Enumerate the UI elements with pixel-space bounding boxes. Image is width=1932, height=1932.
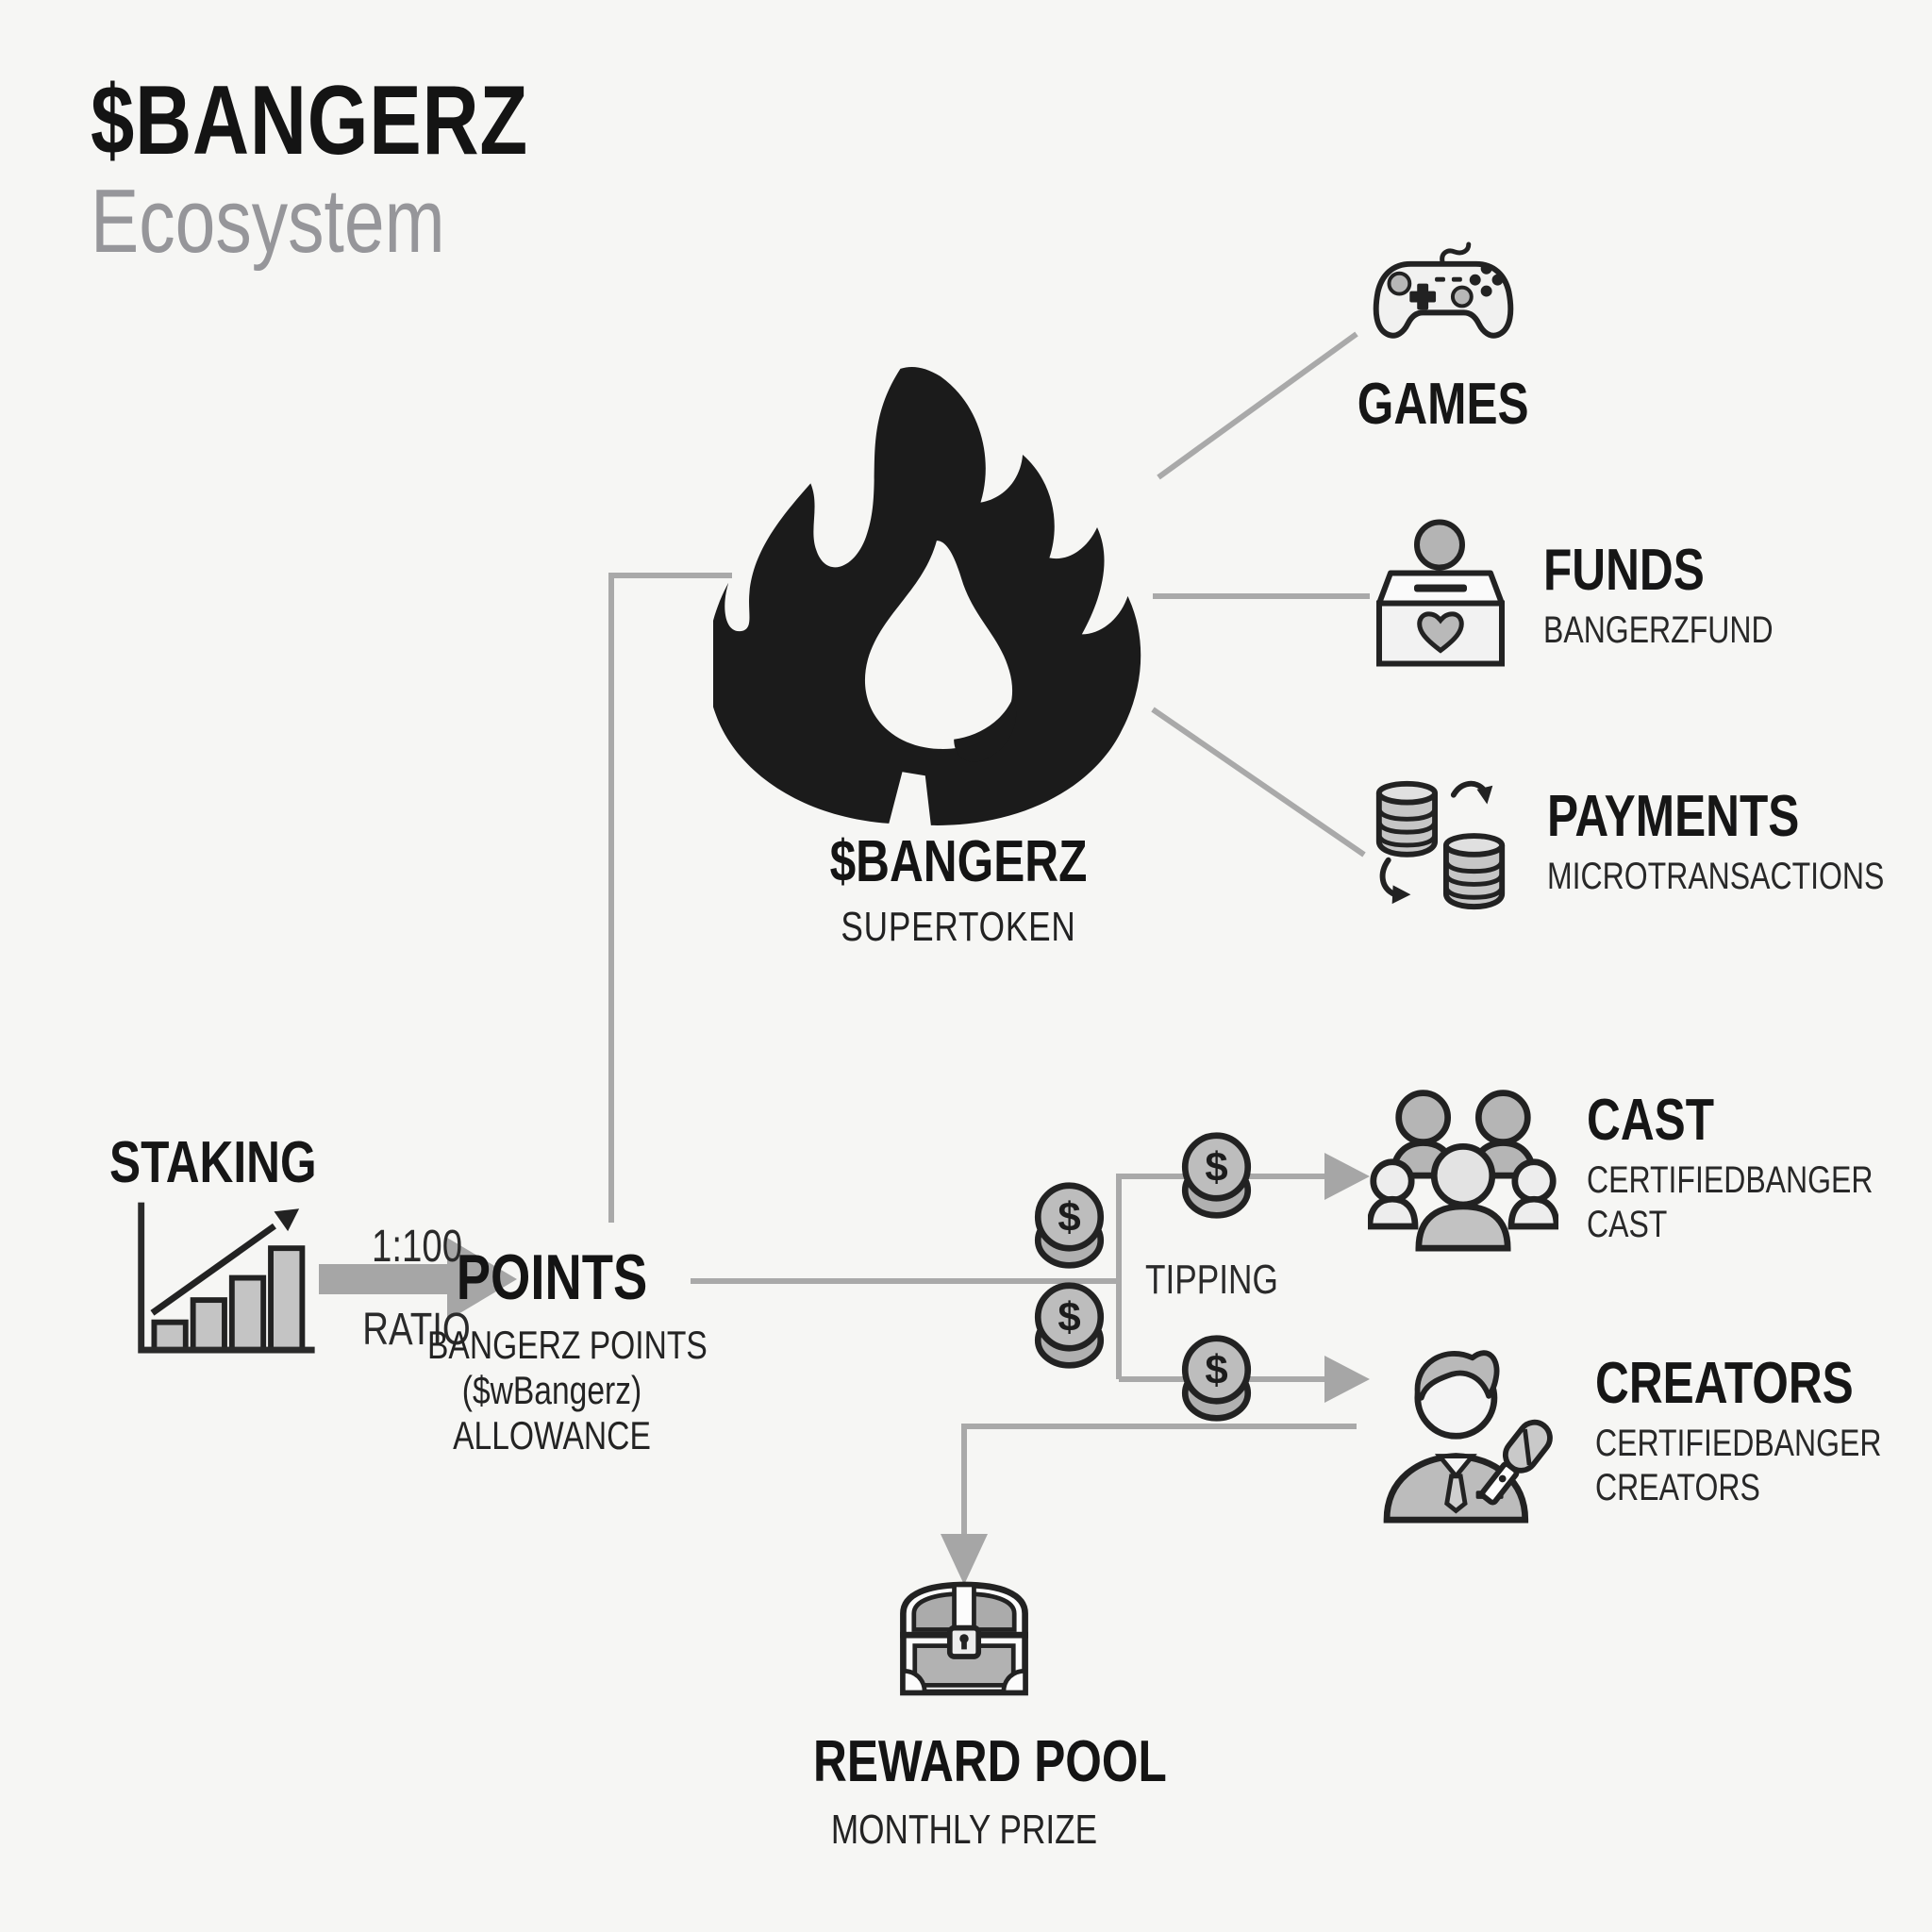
arrowhead-creators (1324, 1356, 1370, 1403)
diagram-header: $BANGERZ Ecosystem (91, 70, 638, 272)
game-controller-icon (1373, 242, 1514, 339)
ratio-value: 1:100 (371, 1222, 463, 1272)
presenter-microphone-icon (1383, 1350, 1553, 1524)
arrowhead-cast (1324, 1153, 1370, 1200)
coin-icon: $ (1181, 1132, 1252, 1219)
rewardpool-sublabel: MONTHLY PRIZE (830, 1807, 1098, 1853)
points-label: POINTS (456, 1241, 648, 1313)
line-flame-payments (1151, 707, 1366, 858)
node-creators: CREATORS CERTIFIEDBANGER CREATORS (1361, 1338, 1932, 1524)
ratio-label: RATIO (362, 1305, 472, 1355)
ratio-arrow (319, 1238, 517, 1321)
supertoken-label-block: $BANGERZ SUPERTOKEN (723, 829, 1194, 951)
node-cast: CAST CERTIFIEDBANGER CAST (1368, 1079, 1932, 1257)
points-subline-2: ($wBangerz) (461, 1367, 642, 1412)
arrowhead-rewardpool (941, 1534, 988, 1585)
page-subtitle: Ecosystem (91, 171, 445, 273)
bar-chart-growth-icon (138, 1202, 315, 1354)
coin-dollar-glyph: $ (1058, 1194, 1080, 1241)
line-flame-points (608, 573, 732, 1223)
coin-icon: $ (1181, 1335, 1252, 1422)
staking-label: STAKING (109, 1130, 317, 1195)
payments-sublabel: MICROTRANSACTIONS (1547, 855, 1885, 897)
audience-group-icon (1368, 1090, 1558, 1252)
rewardpool-label-block: REWARD POOL MONTHLY PRIZE (775, 1728, 1167, 1854)
funds-sublabel: BANGERZFUND (1543, 608, 1774, 651)
coin-dollar-glyph: $ (1058, 1294, 1080, 1341)
creators-label: CREATORS (1595, 1351, 1854, 1417)
coin-dollar-glyph: $ (1205, 1347, 1227, 1393)
line-creators-rewardpool (961, 1424, 1357, 1536)
staking-label-block: STAKING (109, 1132, 368, 1193)
cast-label: CAST (1587, 1088, 1715, 1154)
donation-box-icon (1376, 519, 1505, 667)
page-title: $BANGERZ (91, 66, 529, 175)
cast-subline-2: CAST (1587, 1203, 1668, 1245)
node-funds: FUNDS BANGERZFUND (1370, 517, 1830, 675)
coin-stacks-exchange-icon (1375, 780, 1506, 910)
creators-subline-2: CREATORS (1595, 1466, 1760, 1508)
points-subline-1: BANGERZ POINTS (427, 1323, 708, 1367)
cast-subline-1: CERTIFIEDBANGER (1587, 1158, 1874, 1201)
flame-icon (713, 367, 1141, 825)
node-games: GAMES (1357, 242, 1530, 435)
payments-label: PAYMENTS (1547, 784, 1800, 850)
points-subline-3: ALLOWANCE (453, 1412, 651, 1457)
coin-icon: $ (1034, 1182, 1105, 1269)
tipping-label: TIPPING (1145, 1257, 1278, 1303)
node-payments: PAYMENTS MICROTRANSACTIONS (1366, 772, 1932, 913)
creators-subline-1: CERTIFIEDBANGER (1595, 1422, 1882, 1464)
coin-icon: $ (1034, 1282, 1105, 1369)
games-label: GAMES (1357, 372, 1529, 437)
line-tipping-cast (1116, 1174, 1326, 1379)
rewardpool-label: REWARD POOL (813, 1729, 1167, 1794)
node-points: POINTS BANGERZ POINTS ($wBangerz) ALLOWA… (396, 1245, 708, 1458)
treasure-chest-icon (900, 1581, 1028, 1696)
coin-dollar-glyph: $ (1205, 1144, 1227, 1191)
supertoken-subtitle: SUPERTOKEN (841, 904, 1076, 951)
funds-label: FUNDS (1543, 538, 1705, 604)
line-flame-games (1157, 331, 1358, 480)
supertoken-title: $BANGERZ (829, 829, 1088, 894)
